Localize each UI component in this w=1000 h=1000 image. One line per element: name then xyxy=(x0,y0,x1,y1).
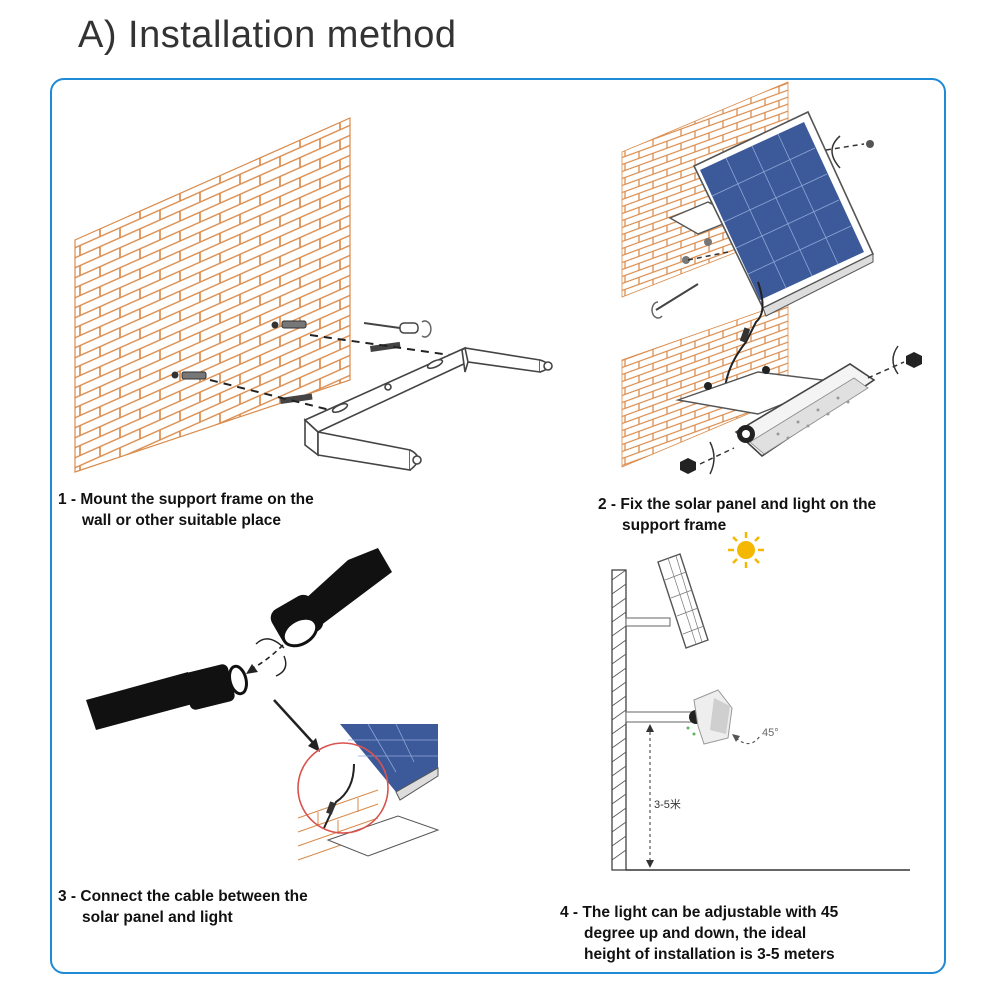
connection-zoom-inset xyxy=(297,723,440,861)
sun-icon xyxy=(728,532,764,568)
step4-line3: height of installation is 3-5 meters xyxy=(584,946,835,963)
step2-line2: support frame xyxy=(622,517,727,534)
step3-line2: solar panel and light xyxy=(82,909,233,926)
support-bracket xyxy=(303,346,553,471)
step4-line2: degree up and down, the ideal xyxy=(584,925,807,942)
angle-label: 45° xyxy=(762,727,779,739)
step2-illustration xyxy=(621,81,922,475)
step1-caption: 1 - Mount the support frame on the wall … xyxy=(58,489,314,531)
step4-caption: 4 - The light can be adjustable with 45 … xyxy=(560,902,838,965)
step4-line1: 4 - The light can be adjustable with 45 xyxy=(560,904,839,921)
height-label: 3-5米 xyxy=(654,798,681,811)
solar-panel xyxy=(692,110,875,317)
cable-connector-female xyxy=(270,548,392,648)
wall-anchor-bottom xyxy=(171,371,207,380)
page-title: A) Installation method xyxy=(78,14,457,56)
mini-solar-panel xyxy=(657,553,709,649)
step1-line1: 1 - Mount the support frame on the xyxy=(58,491,314,508)
cable-connector-male xyxy=(86,664,248,730)
step1-illustration xyxy=(74,117,553,473)
step3-line1: 3 - Connect the cable between the xyxy=(58,888,308,905)
flood-light xyxy=(734,363,876,458)
instructions-frame xyxy=(50,78,946,974)
adjustable-flood-light xyxy=(686,689,733,745)
step3-caption: 3 - Connect the cable between the solar … xyxy=(58,886,308,928)
wall-anchor-top xyxy=(271,320,307,329)
step2-line1: 2 - Fix the solar panel and light on the xyxy=(598,496,877,513)
screwdriver-icon xyxy=(363,320,432,338)
step4-illustration: 45° 3-5米 xyxy=(611,532,910,871)
step1-line2: wall or other suitable place xyxy=(82,512,281,529)
step2-caption: 2 - Fix the solar panel and light on the… xyxy=(598,494,876,536)
step3-illustration xyxy=(86,548,440,861)
